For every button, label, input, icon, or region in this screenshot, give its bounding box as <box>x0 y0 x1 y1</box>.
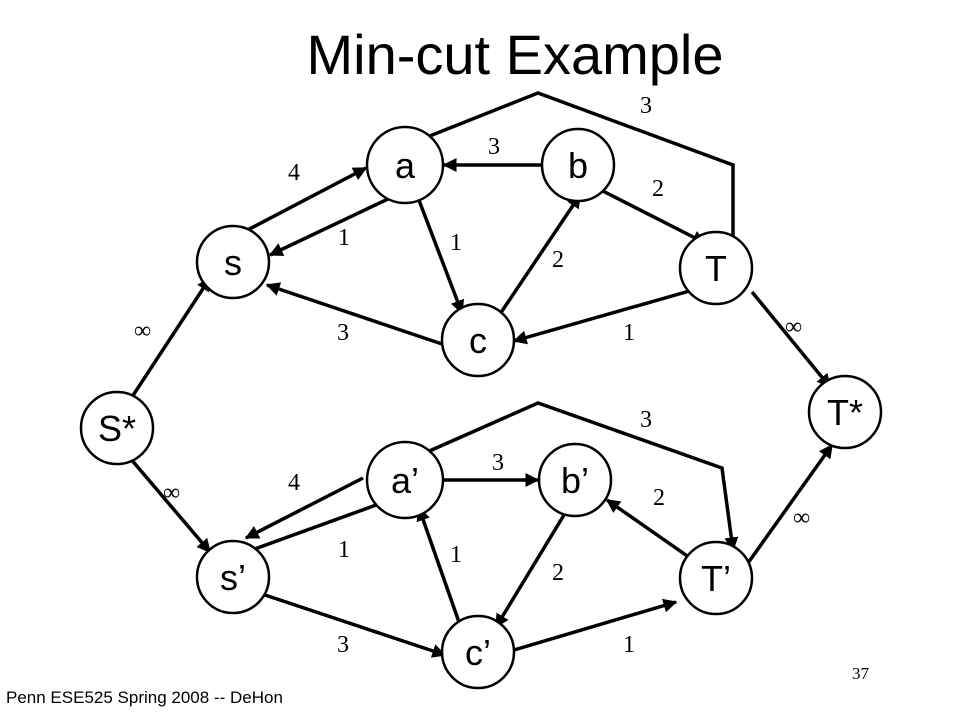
edge-a-to-s <box>268 196 391 257</box>
weight-Sstar-to-s: ∞ <box>134 318 151 344</box>
edge-a-to-c <box>415 194 465 315</box>
edge-c2-to-a2 <box>416 506 462 626</box>
edge-b2-to-c2 <box>494 509 569 629</box>
node-b: b <box>540 127 616 203</box>
node-b-prime-label: b’ <box>561 460 589 501</box>
edge-a2-to-s2 <box>244 476 364 540</box>
node-b-prime: b’ <box>537 442 613 518</box>
node-s-prime: s’ <box>195 539 271 615</box>
edge-Sstar-to-s <box>128 276 212 401</box>
weight-a2-to-b2: 3 <box>492 450 504 476</box>
node-b-label: b <box>568 145 588 186</box>
node-T: T <box>678 230 754 306</box>
node-a-label: a <box>395 145 416 186</box>
edge-s2-to-c2 <box>264 593 447 658</box>
weight-T2-to-Tstar: ∞ <box>793 505 810 531</box>
edge-c-to-b <box>494 193 582 321</box>
node-T-label: T <box>705 248 727 289</box>
weight-c-to-s: 3 <box>337 320 349 346</box>
node-a-prime: a’ <box>365 440 445 520</box>
weight-Sstar-to-s2: ∞ <box>163 480 180 506</box>
node-S-star-label: S* <box>98 408 136 449</box>
weight-s2-to-a2: 4 <box>288 470 300 496</box>
edge-T-to-Tstar <box>750 290 832 389</box>
edge-T-to-c <box>512 288 694 345</box>
page-number: 37 <box>852 664 869 683</box>
node-c-prime-label: c’ <box>465 632 491 673</box>
weight-T-to-c: 1 <box>623 320 635 346</box>
weight-T-to-a: 3 <box>640 93 652 119</box>
edge-c-to-s <box>265 282 446 347</box>
edge-s2-to-a2 <box>237 497 392 557</box>
weight-s2-to-c2: 3 <box>337 632 349 658</box>
node-s-label: s <box>224 242 242 283</box>
edge-T2-to-b2 <box>605 498 695 562</box>
node-T-star: T* <box>807 374 883 450</box>
weight-a2-to-s2: 1 <box>338 537 350 563</box>
weight-c2-to-a2: 1 <box>450 542 462 568</box>
weight-a2-to-T2: 3 <box>640 407 652 433</box>
weight-b2-to-c2: 2 <box>552 560 564 586</box>
edge-a2-to-T2 <box>399 401 739 552</box>
slide-title: Min-cut Example <box>306 23 724 86</box>
weight-s-to-a: 4 <box>288 160 300 186</box>
edge-s-to-a <box>237 166 368 237</box>
weight-a-to-c: 1 <box>450 230 462 256</box>
node-a-prime-label: a’ <box>391 460 419 501</box>
edge-c2-to-T2 <box>513 598 678 652</box>
weight-c2-to-T2: 1 <box>623 632 635 658</box>
node-T-prime-label: T’ <box>701 558 731 599</box>
edge-T-to-a <box>410 91 735 240</box>
weight-c-to-b: 2 <box>552 247 564 273</box>
weight-b-to-a: 3 <box>488 134 500 160</box>
edge-Sstar-to-s2 <box>128 456 212 554</box>
edge-T2-to-Tstar <box>746 443 834 565</box>
weight-b-to-T: 2 <box>652 176 664 202</box>
node-s-prime-label: s’ <box>220 557 246 598</box>
node-a: a <box>365 125 445 205</box>
node-T-star-label: T* <box>827 392 863 433</box>
node-c-label: c <box>469 320 487 361</box>
weight-T-to-Tstar: ∞ <box>785 314 802 340</box>
edge-b-to-T <box>594 185 707 245</box>
weight-T2-to-b2: 2 <box>653 485 665 511</box>
node-T-prime: T’ <box>678 540 754 616</box>
node-s: s <box>195 224 271 300</box>
node-c: c <box>440 302 516 378</box>
footer-text: Penn ESE525 Spring 2008 -- DeHon <box>6 688 283 707</box>
node-c-prime: c’ <box>440 614 516 690</box>
weight-a-to-s: 1 <box>338 225 350 251</box>
node-S-star: S* <box>79 390 155 466</box>
